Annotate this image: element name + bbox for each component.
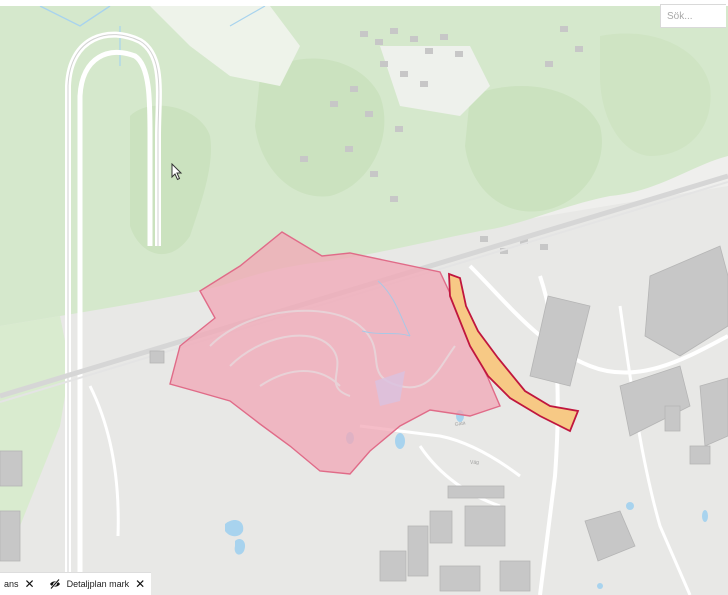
active-layers-bar: ans ✕ Detaljplan mark ✕: [0, 572, 152, 595]
layer-chip-detaljplan[interactable]: Detaljplan mark ✕: [44, 573, 152, 595]
layer-chip-1[interactable]: ans ✕: [0, 573, 41, 595]
stream: [39, 6, 111, 27]
svg-text:Väg: Väg: [470, 460, 479, 466]
close-icon[interactable]: ✕: [135, 577, 146, 591]
base-map[interactable]: Gata Väg: [0, 6, 728, 595]
residential-buildings: [300, 26, 583, 254]
plan-area-strip: [448, 272, 580, 433]
industrial-buildings: [529, 245, 728, 562]
svg-text:Gata: Gata: [454, 420, 466, 428]
close-icon[interactable]: ✕: [24, 577, 35, 591]
layer-chip-label: Detaljplan mark: [66, 579, 130, 589]
forest-area-west: [0, 316, 70, 551]
map-viewport[interactable]: Gata Väg: [0, 6, 728, 595]
eye-slash-icon[interactable]: [49, 578, 61, 590]
mouse-cursor-icon: [171, 163, 183, 181]
campus-buildings: [0, 350, 531, 592]
search-input[interactable]: [660, 4, 726, 28]
layer-chip-label: ans: [4, 579, 19, 589]
